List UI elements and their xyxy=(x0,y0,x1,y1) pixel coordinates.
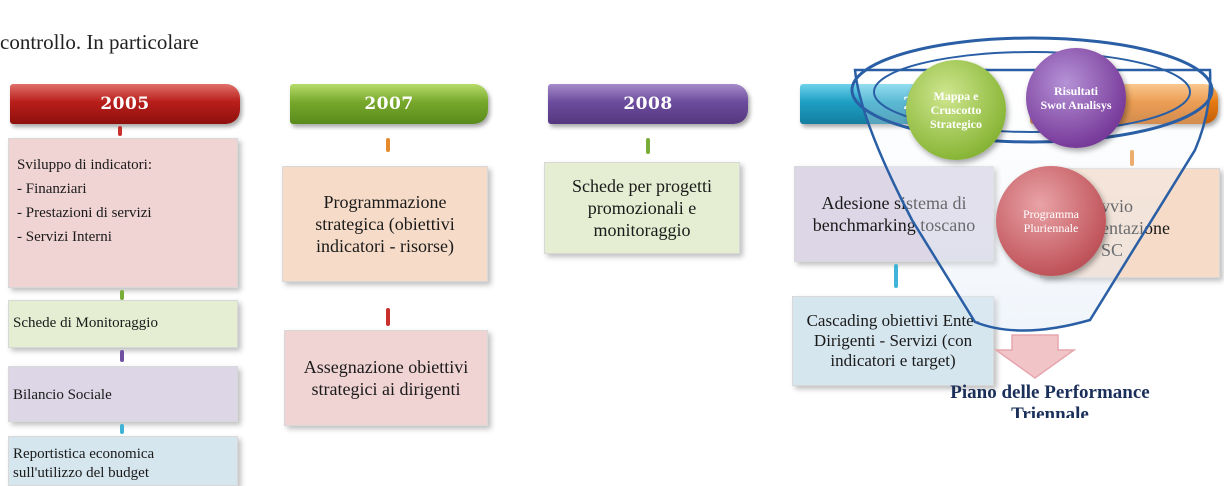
connector xyxy=(894,264,898,288)
social-balance-label: Bilancio Sociale xyxy=(13,387,112,403)
year-label: 2005 xyxy=(100,94,150,114)
cascading-label: Cascading obiettivi Ente- Dirigenti - Se… xyxy=(806,311,980,370)
indicator-item: - Finanziari xyxy=(17,181,87,197)
year-header-2007: 2007 xyxy=(290,84,488,124)
benchmarking-label: Adesione sistema di benchmarking toscano xyxy=(812,193,976,235)
benchmarking-box: Adesione sistema di benchmarking toscano xyxy=(794,166,994,262)
connector xyxy=(118,126,122,136)
programming-label: Programmazione strategica (obiettivi ind… xyxy=(315,192,455,256)
budget-report-line: Reportistica economica xyxy=(13,446,155,462)
assignment-box: Assegnazione obiettivi strategici ai dir… xyxy=(284,330,488,426)
performance-plan-line: Piano delle Performance xyxy=(950,382,1150,403)
circle-risultati-label: Risultati Swot Analisys xyxy=(1040,84,1112,112)
budget-report-line: sull'utilizzo del budget xyxy=(13,465,150,481)
connector xyxy=(120,290,124,300)
funnel-output-arrow xyxy=(993,334,1077,379)
indicators-title: Sviluppo di indicatori: xyxy=(17,157,152,173)
promo-projects-label: Schede per progetti promozionali e monit… xyxy=(572,176,712,240)
circle-mappa-label: Mappa e Cruscotto Strategico xyxy=(930,89,982,131)
circle-programma: Programma Pluriennale xyxy=(996,166,1106,276)
connector xyxy=(120,424,124,434)
programming-box: Programmazione strategica (obiettivi ind… xyxy=(282,166,488,282)
connector xyxy=(386,308,390,326)
promo-projects-box: Schede per progetti promozionali e monit… xyxy=(544,162,740,254)
indicator-item: - Prestazioni di servizi xyxy=(17,205,152,221)
year-label: 2007 xyxy=(364,94,414,114)
year-header-2008: 2008 xyxy=(548,84,748,124)
monitoring-box: Schede di Monitoraggio xyxy=(8,300,238,348)
intro-text: controllo. In particolare xyxy=(0,30,199,54)
circle-programma-label: Programma Pluriennale xyxy=(1023,207,1079,235)
cascading-box: Cascading obiettivi Ente- Dirigenti - Se… xyxy=(792,296,994,386)
connector xyxy=(386,138,390,152)
assignment-label: Assegnazione obiettivi strategici ai dir… xyxy=(303,357,469,399)
year-header-2005: 2005 xyxy=(10,84,240,124)
budget-report-box: Reportistica economica sull'utilizzo del… xyxy=(8,436,238,486)
circle-risultati: Risultati Swot Analisys xyxy=(1026,48,1126,148)
monitoring-label: Schede di Monitoraggio xyxy=(13,315,158,331)
performance-plan-line: Triennale xyxy=(1011,404,1089,418)
indicators-box: Sviluppo di indicatori: - Finanziari - P… xyxy=(8,138,238,288)
connector xyxy=(120,350,124,362)
performance-plan-title: Piano delle Performance Triennale xyxy=(900,382,1200,418)
connector xyxy=(1130,150,1134,166)
connector xyxy=(646,138,650,154)
indicator-item: - Servizi Interni xyxy=(17,229,112,245)
circle-mappa: Mappa e Cruscotto Strategico xyxy=(906,60,1006,160)
year-label: 2008 xyxy=(623,94,673,114)
social-balance-box: Bilancio Sociale xyxy=(8,366,238,422)
